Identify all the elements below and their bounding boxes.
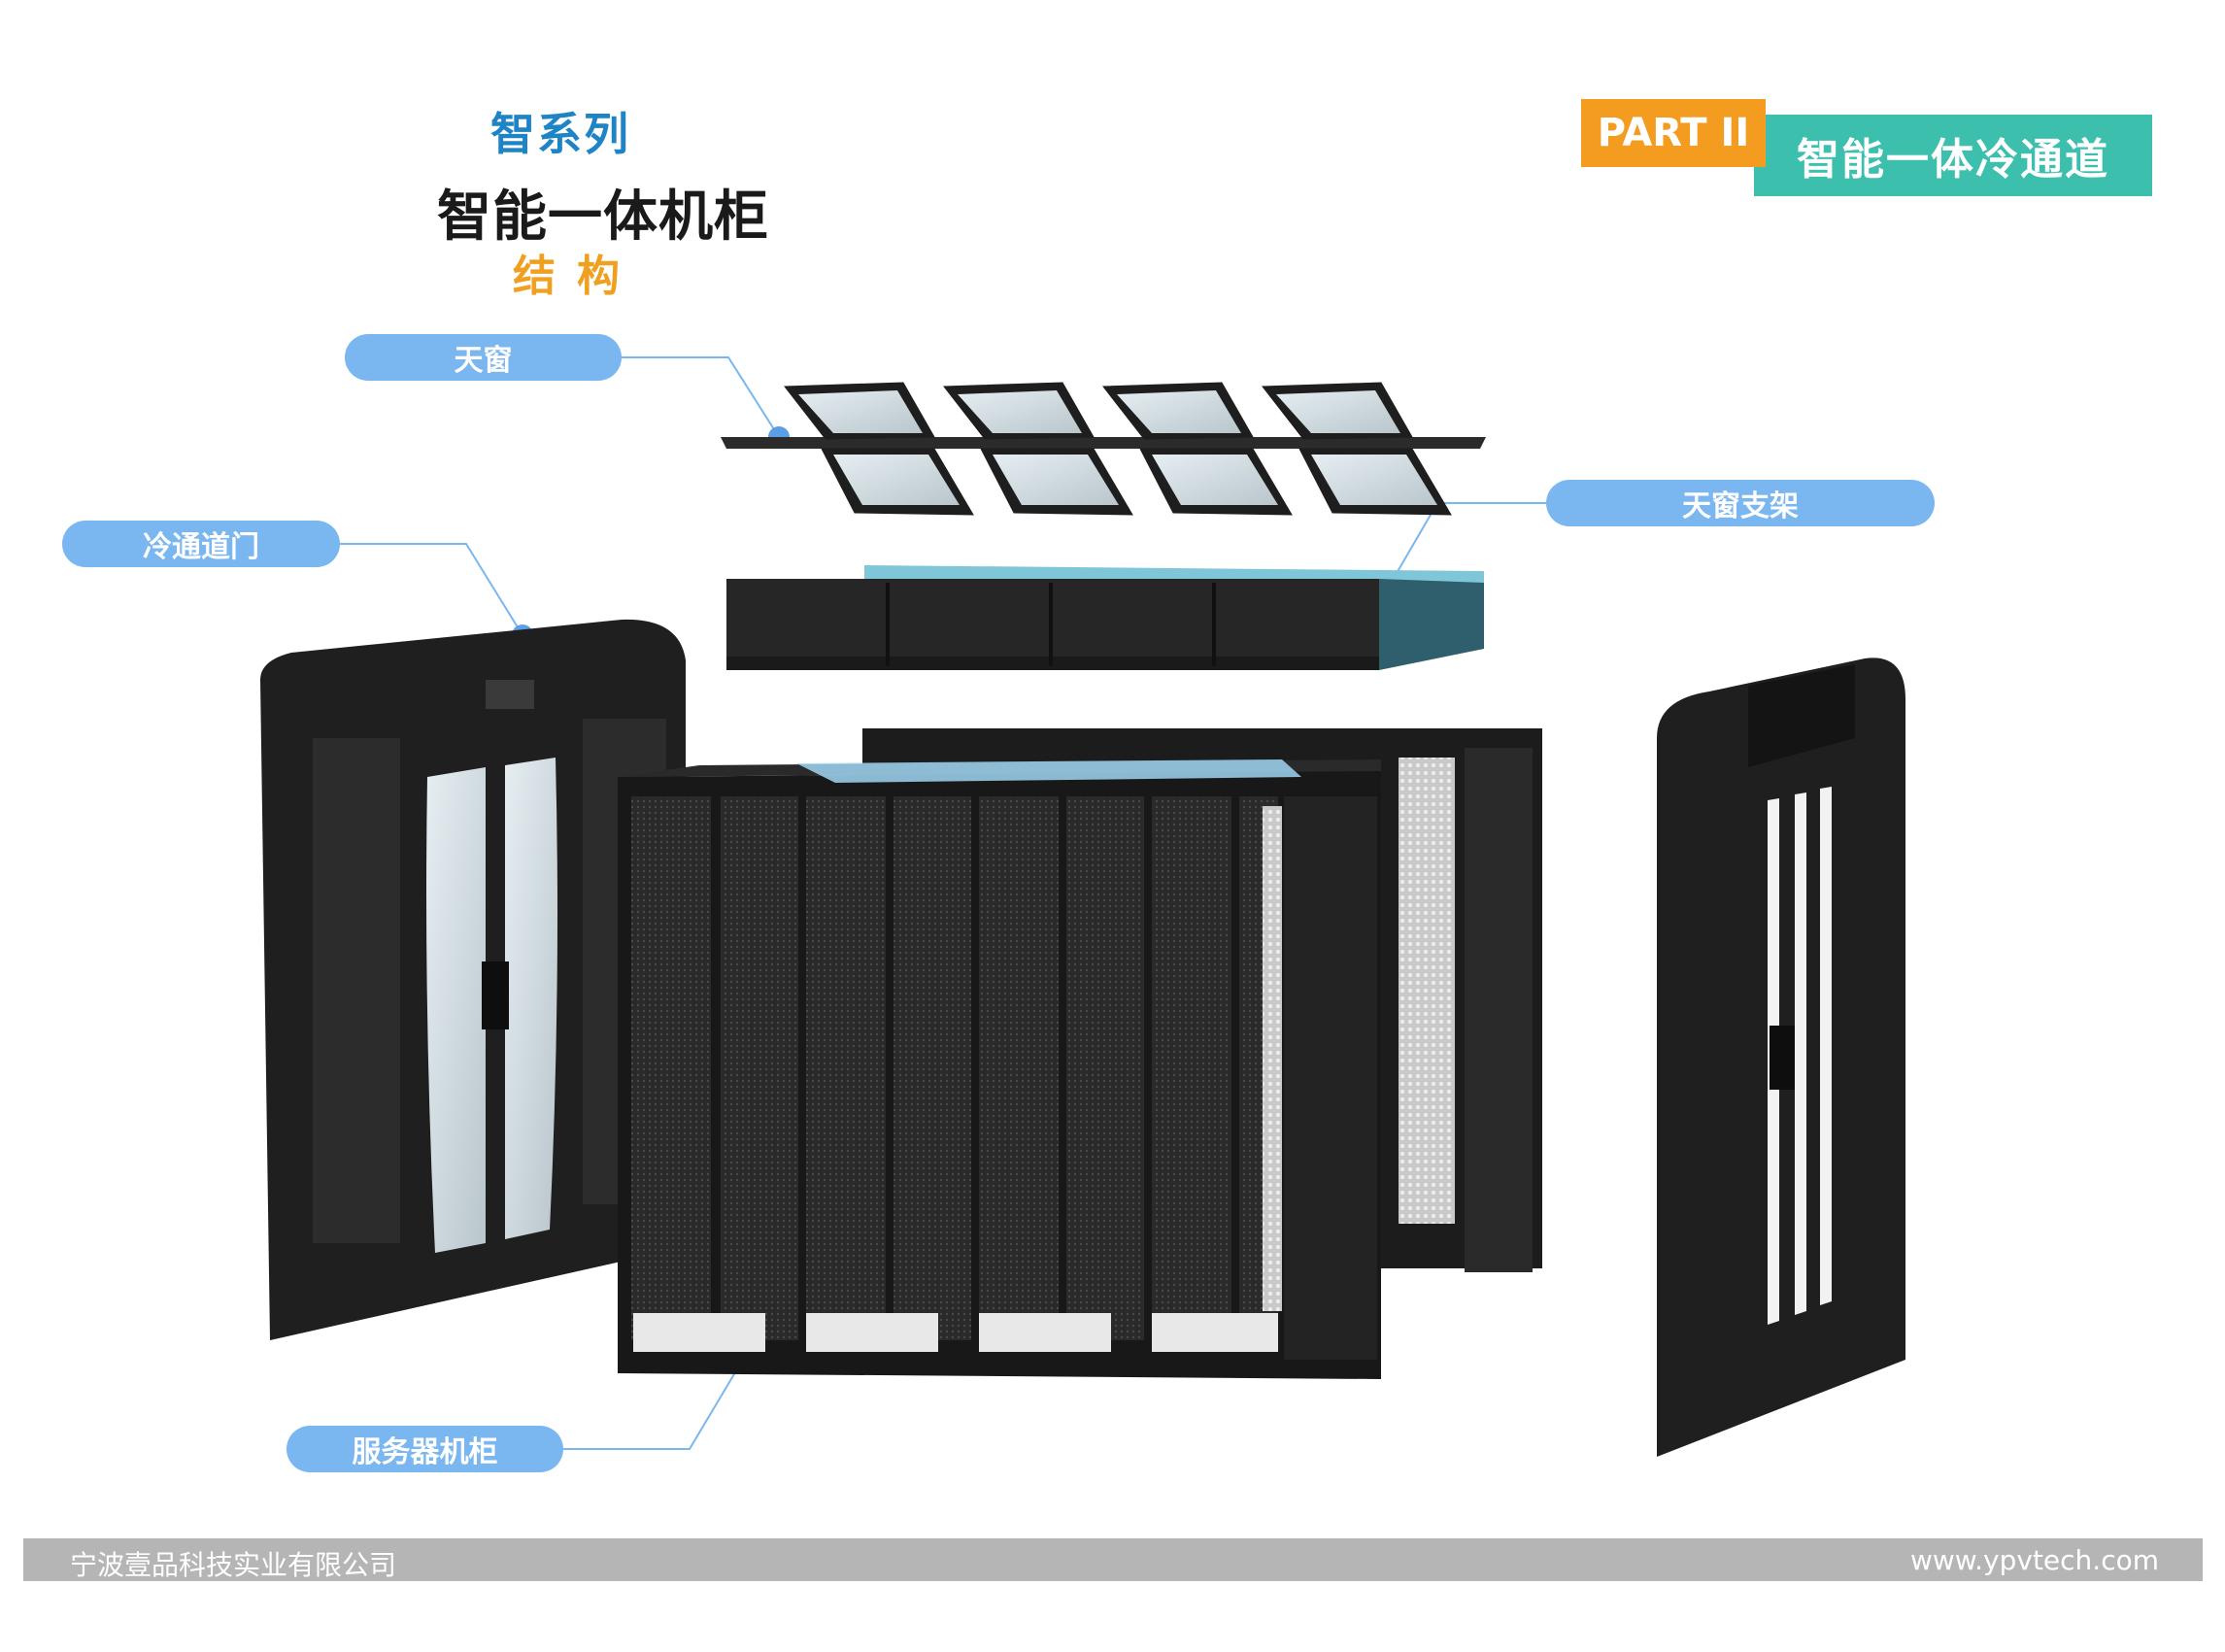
footer-company: 宁波壹品科技实业有限公司: [70, 1549, 397, 1581]
callout-cold-aisle-door: 冷通道门: [62, 521, 340, 567]
part-number-badge: PART II: [1581, 99, 1766, 167]
left-cold-aisle-door: [260, 619, 686, 1340]
product-title: 智能一体机柜: [437, 185, 769, 249]
footer-bar: [23, 1538, 2203, 1581]
series-title: 智系列: [490, 108, 630, 160]
right-cold-aisle-door: [1657, 657, 1905, 1457]
callout-lines: [340, 356, 1546, 1450]
front-rack-row: [618, 759, 1381, 1379]
footer-url: www.ypvtech.com: [1910, 1544, 2159, 1576]
part-title-badge: 智能一体冷通道: [1754, 115, 2152, 196]
callout-skylight: 天窗: [345, 334, 622, 381]
skylight-bracket: [726, 565, 1484, 670]
callout-skylight-bracket: 天窗支架: [1546, 480, 1935, 526]
skylight-assembly: [721, 382, 1486, 516]
callout-server-rack: 服务器机柜: [287, 1426, 563, 1472]
section-title: 结构: [513, 252, 641, 301]
